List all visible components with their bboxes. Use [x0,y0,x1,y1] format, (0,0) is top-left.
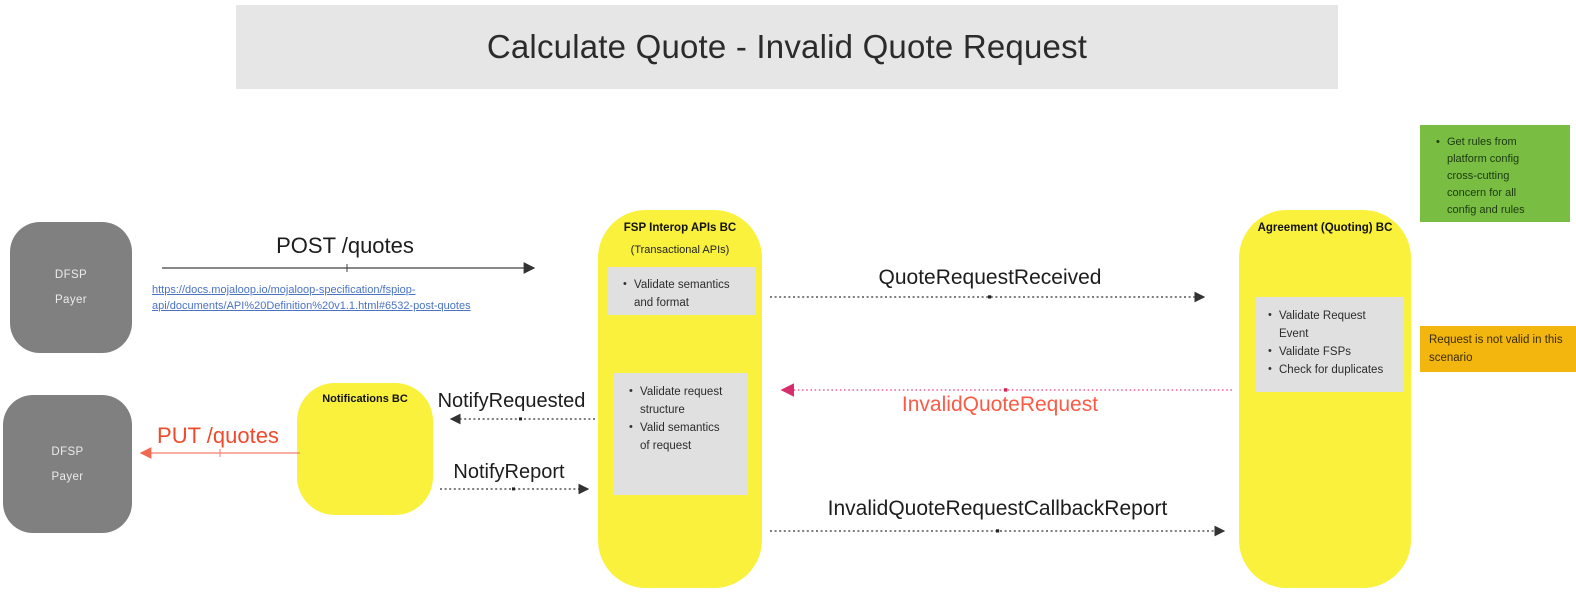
note-item: Get rules from platform config cross-cut… [1434,134,1546,219]
component-notifications-bc: Notifications BC [297,383,433,515]
post-quotes-spec-link[interactable]: https://docs.mojaloop.io/mojaloop-specif… [152,283,482,315]
actor-label-line2: Payer [54,294,88,306]
component-title: FSP Interop APIs BC [623,222,737,234]
arrow-post-quotes [162,262,536,274]
message-label-post-quotes: POST /quotes [276,233,414,258]
message-label-quote-request-received: QuoteRequestReceived [878,266,1102,289]
component-agreement-quoting-bc: Agreement (Quoting) BC Validate Request … [1239,210,1411,588]
note-item: Validate FSPs [1266,343,1398,361]
note-text: Request is not valid in this scenario [1429,334,1563,365]
note-validate-request-structure: Validate request structure Valid semanti… [613,373,747,495]
component-title: Notifications BC [322,393,408,405]
component-subtitle: (Transactional APIs) [630,244,730,256]
arrow-invalid-quote-request [780,383,1232,397]
message-label-invalid-quote-request-callback-report: InvalidQuoteRequestCallbackReport [827,497,1168,520]
message-label-notify-report: NotifyReport [453,461,565,483]
note-item: Validate Request Event [1266,307,1398,343]
arrow-notify-requested [449,413,595,425]
link-line2[interactable]: api/documents/API%20Definition%20v1.1.ht… [152,299,471,312]
component-fsp-interop-apis-bc: FSP Interop APIs BC (Transactional APIs)… [598,210,762,588]
note-item: Check for duplicates [1266,361,1398,379]
message-label-put-quotes: PUT /quotes [157,423,279,448]
actor-dfsp-payer-top: DFSP Payer [10,222,132,353]
note-item: Valid semantics of request [627,419,731,455]
arrow-notify-report [440,483,590,495]
arrow-put-quotes [139,447,300,459]
note-validate-request-event: Validate Request Event Validate FSPs Che… [1256,297,1404,392]
note-request-not-valid: Request is not valid in this scenario [1420,326,1576,372]
actor-label-line2: Payer [51,470,84,483]
link-line1[interactable]: https://docs.mojaloop.io/mojaloop-specif… [152,284,416,296]
diagram-title-banner: Calculate Quote - Invalid Quote Request [236,5,1338,89]
note-platform-config-rules: Get rules from platform config cross-cut… [1420,125,1570,222]
note-item: Validate semantics and format [621,276,750,312]
actor-label-line1: DFSP [54,269,88,281]
message-label-notify-requested: NotifyRequested [437,390,586,412]
message-label-invalid-quote-request: InvalidQuoteRequest [901,393,1099,416]
actor-label-line1: DFSP [51,445,84,458]
note-validate-semantics-format: Validate semantics and format [607,267,756,315]
arrow-invalid-quote-request-callback-report [770,525,1226,537]
arrow-quote-request-received [770,291,1206,303]
component-title: Agreement (Quoting) BC [1257,222,1393,234]
note-item: Validate request structure [627,383,731,419]
actor-dfsp-payer-bottom: DFSP Payer [3,395,132,533]
page-title: Calculate Quote - Invalid Quote Request [486,28,1088,65]
